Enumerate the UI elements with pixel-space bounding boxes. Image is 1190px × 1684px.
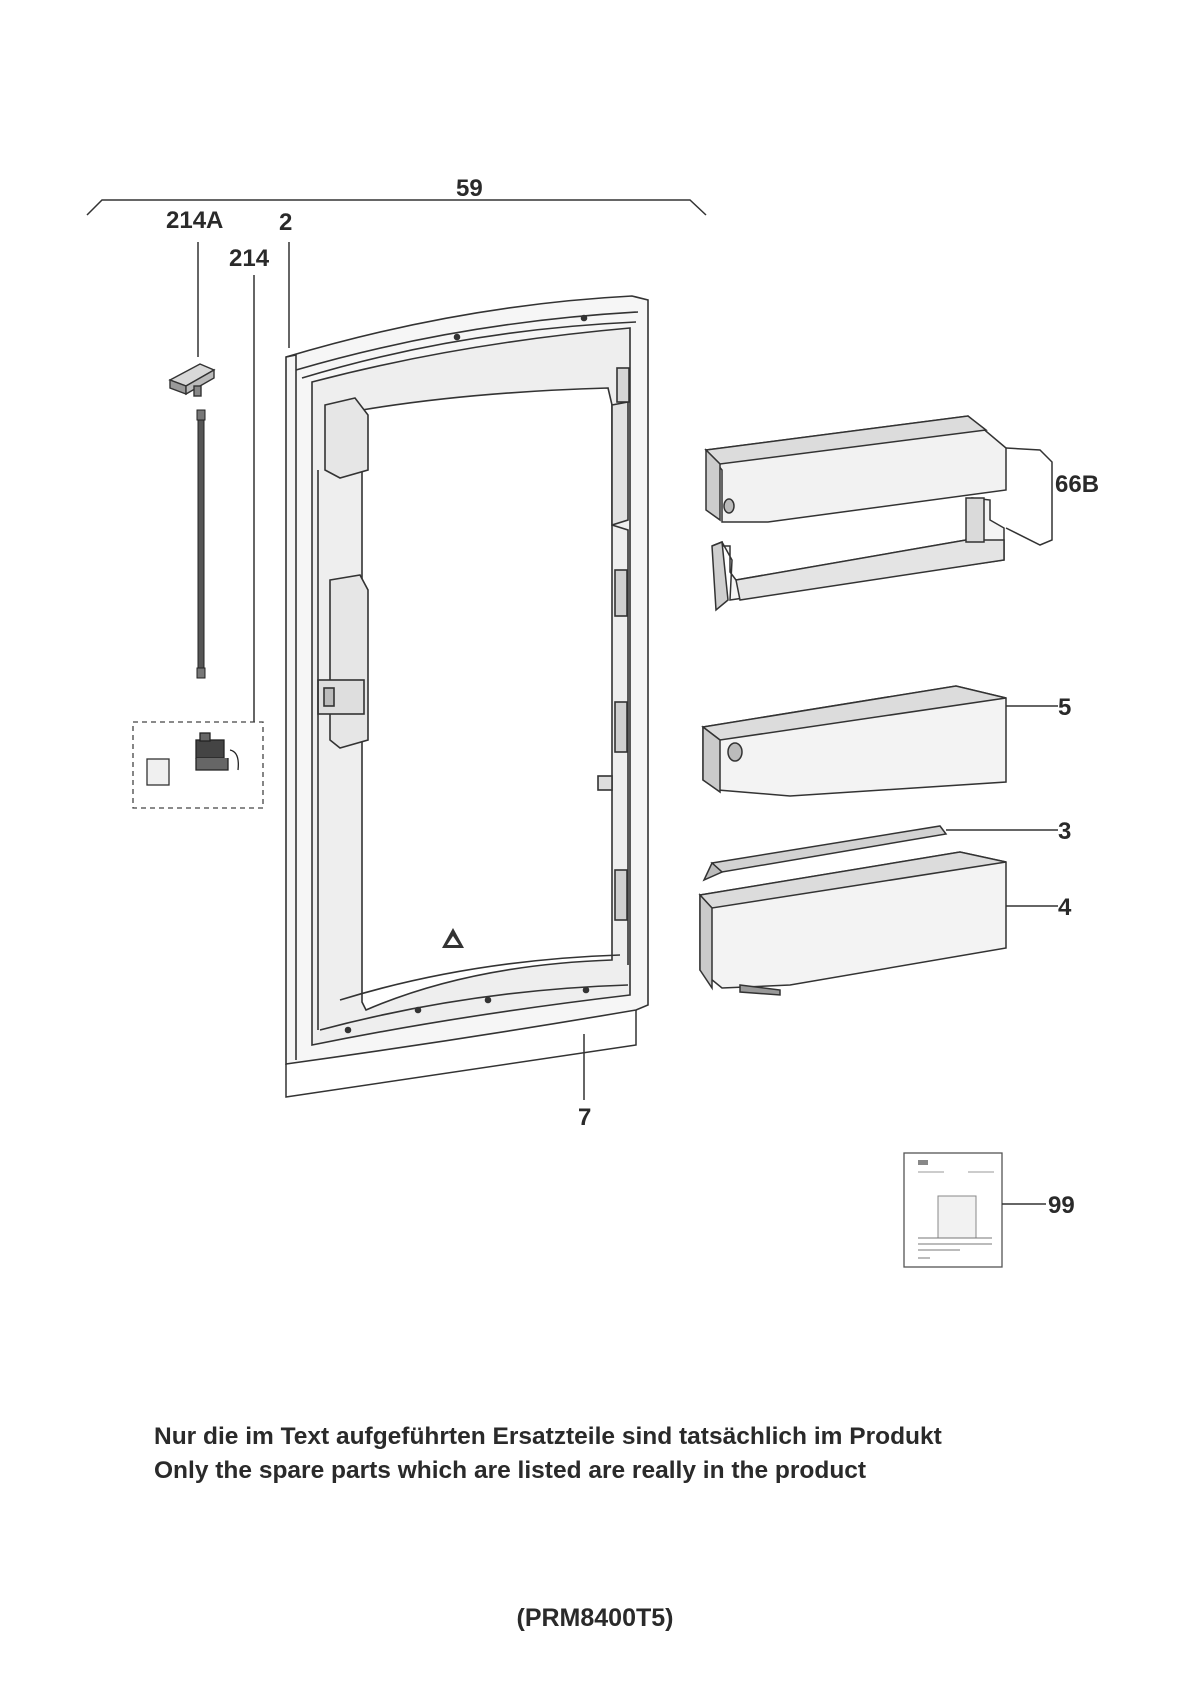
callout-66B-bracket — [1005, 447, 1053, 546]
user-manual-part — [903, 1152, 1046, 1268]
callout-59: 59 — [456, 175, 483, 202]
middle-shelf-part — [701, 685, 1058, 797]
switch-kit-box — [132, 721, 264, 809]
upper-shelf-bottom-part — [711, 497, 1005, 612]
callout-59-bracket — [86, 199, 707, 216]
hinge-pin-part — [196, 409, 206, 679]
callout-5: 5 — [1058, 694, 1071, 721]
leader-lines-top-left — [197, 242, 290, 722]
footer-note-english: Only the spare parts which are listed ar… — [154, 1457, 867, 1484]
upper-shelf-top-part — [704, 415, 1007, 523]
callout-2: 2 — [279, 209, 292, 236]
callout-7-bracket — [285, 1010, 637, 1100]
callout-3: 3 — [1058, 818, 1071, 845]
callout-7: 7 — [578, 1104, 591, 1131]
recycling-symbol-icon — [442, 928, 464, 948]
shelf-cover-part — [702, 825, 1058, 882]
callout-214A: 214A — [166, 207, 223, 234]
footer-note-german: Nur die im Text aufgeführten Ersatzteile… — [154, 1423, 942, 1450]
callout-214: 214 — [229, 245, 270, 272]
switch-part — [195, 732, 239, 771]
sticker-pad-part — [146, 758, 170, 786]
hinge-cap-part — [168, 363, 216, 397]
callout-66B: 66B — [1055, 471, 1099, 498]
callout-4: 4 — [1058, 894, 1072, 921]
door-liner-part — [285, 295, 649, 1065]
model-number: (PRM8400T5) — [516, 1604, 674, 1632]
callout-99: 99 — [1048, 1192, 1075, 1219]
lower-shelf-part — [698, 851, 1058, 996]
